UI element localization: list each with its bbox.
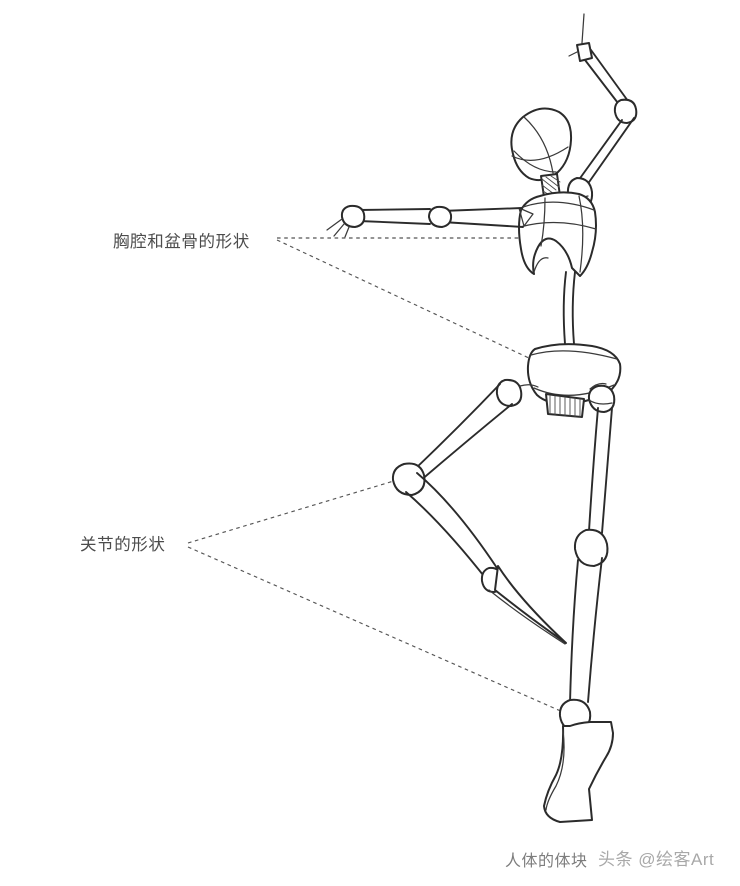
leader-pelvis	[276, 239, 579, 382]
pelvis-top-curve	[530, 350, 618, 360]
left-hand-finger-2	[333, 223, 345, 237]
ribcage-outline	[518, 191, 597, 277]
right-shin-back	[587, 557, 603, 703]
left-elbow-joint	[428, 205, 453, 228]
right-thigh-front	[588, 407, 599, 532]
spine-left	[562, 271, 567, 345]
spine-group	[562, 271, 576, 345]
right-hip-joint	[587, 384, 616, 413]
right-hand-thumb	[568, 51, 578, 57]
right-shin-front	[569, 559, 579, 704]
leader-ankle	[187, 546, 573, 717]
left-shin-upper	[416, 472, 498, 569]
pelvis-hatching	[549, 395, 581, 418]
right-leg-standing	[543, 382, 616, 823]
left-upperarm-top	[440, 207, 523, 212]
annotation-label-joints: 关节的形状	[80, 536, 166, 554]
right-foot	[543, 721, 614, 823]
right-knee-joint	[573, 528, 609, 567]
left-shoulder-wedge	[518, 207, 534, 227]
right-foot-heel-edge	[545, 729, 565, 811]
left-forearm-top	[358, 208, 431, 211]
right-thigh-back	[601, 407, 613, 534]
head-group	[510, 107, 573, 198]
right-hand-finger	[581, 13, 585, 44]
left-thigh-upper	[413, 383, 501, 471]
right-upperarm-inner	[577, 119, 623, 182]
ribcage-mass	[518, 191, 597, 277]
leader-knee	[187, 476, 408, 544]
left-thigh-lower	[419, 403, 513, 482]
head-jaw-curve	[513, 150, 557, 173]
ribcage-cross-curve	[519, 221, 597, 230]
right-upperarm-outer	[586, 117, 635, 186]
annotation-label-torso: 胸腔和盆骨的形状	[113, 233, 250, 251]
right-elbow-joint	[613, 98, 638, 124]
left-knee-joint	[391, 462, 426, 496]
footer-watermark: 头条 @绘客Art	[598, 850, 715, 869]
left-foot-pointed	[494, 565, 567, 644]
footer-caption: 人体的体块	[505, 853, 588, 870]
right-hip-connect	[589, 382, 607, 390]
left-leg-lifted	[391, 378, 567, 645]
left-forearm-bottom	[358, 220, 431, 225]
leader-lines	[187, 237, 579, 717]
left-wrist-joint	[340, 204, 366, 228]
ribcage-top-curve	[522, 201, 595, 211]
right-hand-block	[576, 42, 593, 62]
head-centerline	[523, 116, 554, 174]
right-hip-crease	[588, 399, 613, 405]
left-upperarm-bottom	[441, 221, 524, 228]
right-forearm-outer	[590, 49, 629, 102]
right-forearm-inner	[584, 59, 622, 108]
left-hip-connect	[519, 384, 539, 388]
left-shin-lower	[405, 491, 488, 581]
head-browline	[511, 146, 569, 161]
ribcage-side-curve	[578, 195, 584, 273]
spine-right	[571, 271, 576, 345]
left-hand-finger-3	[344, 226, 350, 238]
right-arm-raised	[566, 13, 638, 209]
left-hand-finger-1	[326, 218, 343, 231]
left-foot-edge	[488, 589, 566, 645]
left-arm-extended	[326, 204, 534, 238]
sternum-notch	[533, 257, 549, 273]
